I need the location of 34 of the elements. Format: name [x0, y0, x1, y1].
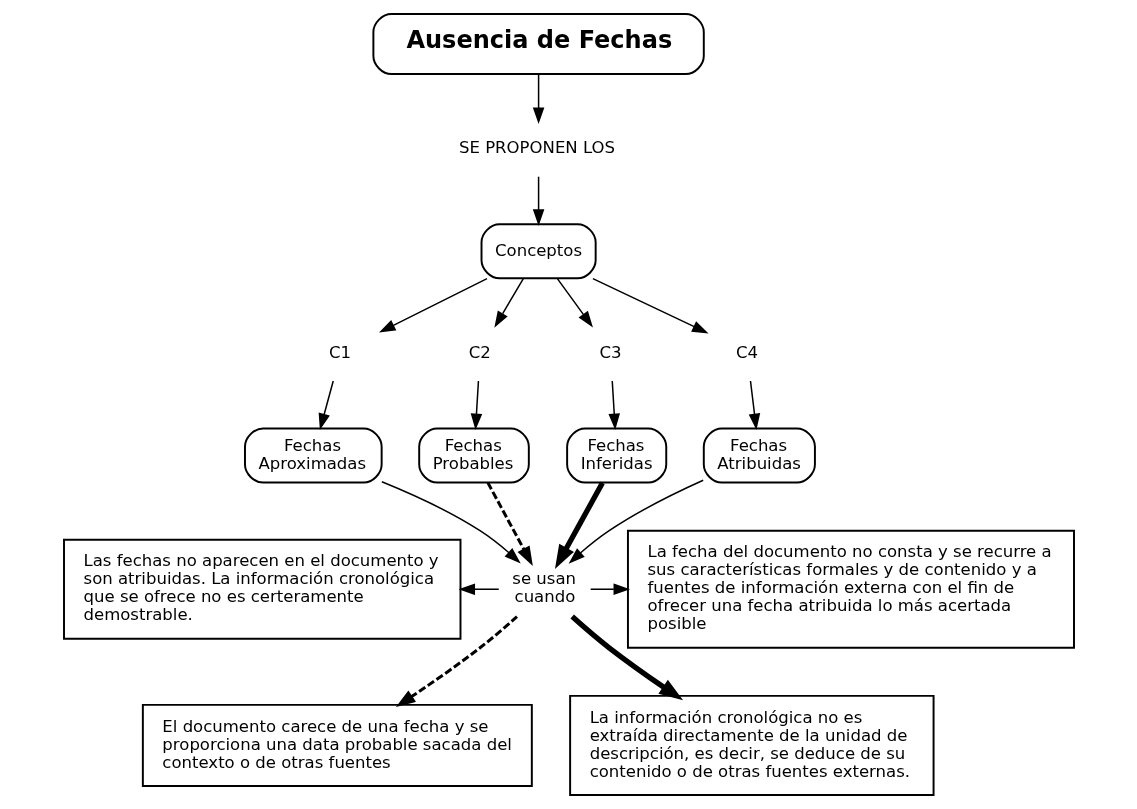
arrow	[554, 481, 605, 569]
arrow	[470, 380, 482, 431]
node-box: Fechas Probables	[417, 427, 530, 484]
node-box: Fechas Aproximadas	[243, 427, 383, 484]
arrow	[748, 380, 760, 431]
node-box: La fecha del documento no consta y se recurre a sus características formales y de contenido y a fuentes de información externa con el fin de ofrecer una fecha atribuida lo más acertada posible	[626, 529, 1075, 649]
arrow	[318, 380, 334, 431]
node-box: La información cronológica no es extraída directamente de la unidad de descripción, es decir, se deduce de su contenido o de otras fuentes externas.	[568, 694, 935, 796]
arrow	[532, 73, 544, 125]
arrow	[395, 615, 518, 707]
arrow	[591, 277, 709, 334]
node-text: SE PROPONEN LOS	[458, 138, 615, 158]
arrow	[568, 479, 704, 564]
arrow	[493, 278, 524, 328]
node-text: C2	[468, 342, 491, 362]
node-text: C3	[598, 342, 621, 362]
node-text: C1	[328, 342, 351, 362]
arrow	[607, 380, 620, 431]
node-box: Las fechas no aparecen en el documento y son atribuidas. La información cronológica que se ofrece no es certeramente demostrable.	[62, 538, 461, 640]
node-box: Conceptos	[480, 223, 597, 280]
arrow	[458, 583, 499, 595]
node-text: C4	[735, 342, 758, 362]
arrow	[556, 278, 593, 328]
arrow	[380, 481, 521, 564]
arrow	[532, 176, 544, 226]
node-box: El documento carece de una fecha y se proporciona una data probable sacada del contexto o de otras fuentes	[141, 703, 533, 787]
arrow	[569, 614, 683, 701]
arrow	[378, 277, 488, 333]
node-text: se usan cuando	[511, 569, 576, 607]
node-box: Fechas Inferidas	[565, 427, 667, 484]
node-box: Fechas Atribuidas	[702, 427, 816, 484]
arrow	[486, 482, 533, 566]
node-box: Ausencia de Fechas	[371, 13, 705, 76]
arrow	[589, 583, 630, 595]
